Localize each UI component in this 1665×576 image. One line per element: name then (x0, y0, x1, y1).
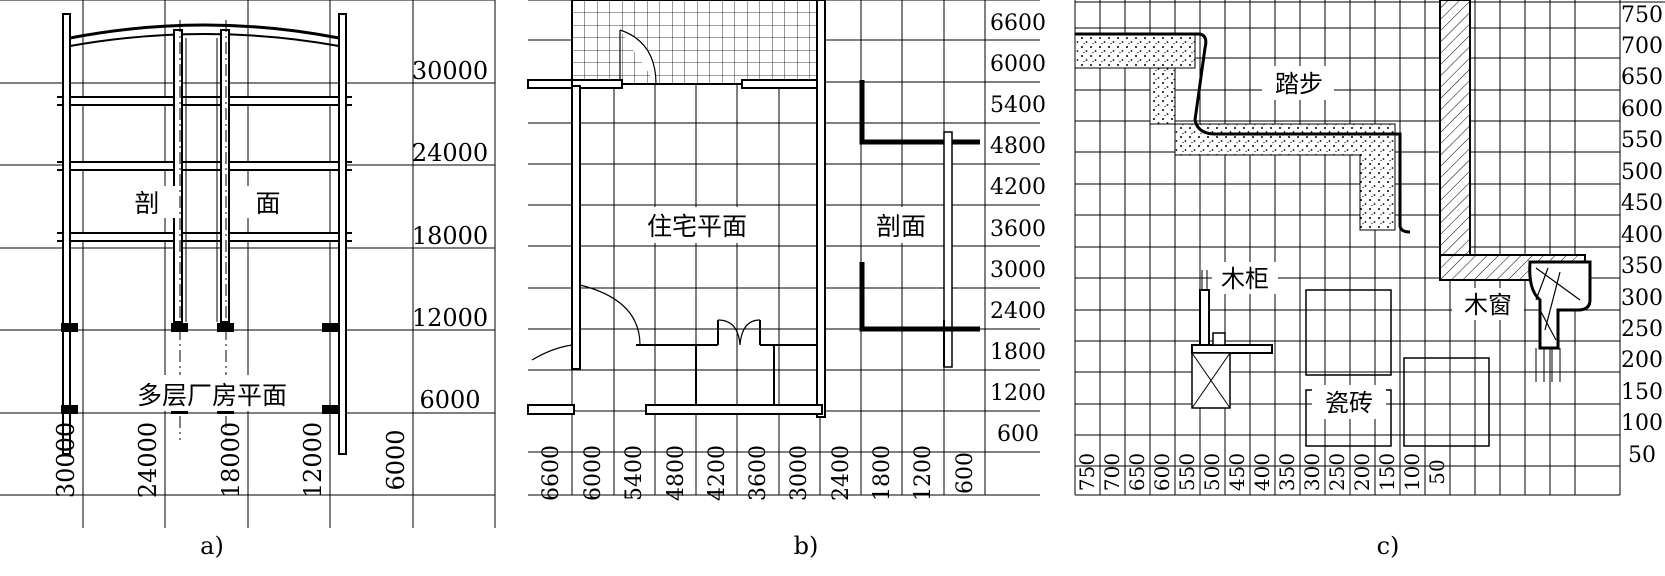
plan-label: 多层厂房平面 (137, 381, 287, 410)
panel-c-labels: 踏步 木柜 木窗 瓷砖 (1212, 66, 1524, 419)
tile-label: 瓷砖 (1325, 389, 1373, 417)
scale-label: 3600 (746, 445, 771, 501)
scale-label: 2400 (990, 299, 1046, 324)
scale-label: 24000 (412, 139, 488, 167)
panel-c-caption: c) (1377, 532, 1400, 560)
scale-label: 750 (1075, 453, 1099, 491)
section-label-right: 面 (255, 189, 280, 218)
panel-a-labels: 剖 面 多层厂房平面 (115, 186, 305, 411)
detail-drawing (1074, 0, 1592, 447)
panel-b: 住宅平面 剖面 6600 6000 5400 4800 4200 3600 30… (527, 0, 1046, 560)
scale-label: 3000 (787, 445, 812, 501)
scale-label: 18000 (217, 422, 245, 498)
scale-label: 500 (1200, 453, 1224, 491)
scale-label: 450 (1621, 191, 1663, 216)
scale-label: 700 (1100, 453, 1124, 491)
scale-label: 50 (1628, 443, 1656, 468)
scale-label: 550 (1621, 128, 1663, 153)
scale-label: 6000 (581, 445, 606, 501)
scale-label: 6000 (419, 386, 480, 414)
panel-b-bottom-scale: 6600 6000 5400 4800 4200 3600 3000 2400 … (539, 445, 978, 501)
scale-label: 30000 (52, 422, 80, 498)
scale-label: 18000 (412, 222, 488, 250)
scale-label: 100 (1621, 411, 1663, 436)
scale-label: 6000 (382, 429, 410, 490)
section-label-left: 剖 (134, 189, 159, 218)
scale-label: 1200 (911, 445, 936, 501)
scale-label: 300 (1300, 453, 1324, 491)
scale-label: 50 (1425, 459, 1449, 484)
step-label: 踏步 (1275, 70, 1323, 98)
scale-label: 150 (1375, 453, 1399, 491)
scale-label: 450 (1225, 453, 1249, 491)
residential-plan-label: 住宅平面 (647, 212, 747, 241)
panel-a: 剖 面 多层厂房平面 30000 24000 18000 12000 6000 … (0, 0, 496, 560)
scale-label: 500 (1621, 160, 1663, 185)
section-label: 剖面 (876, 212, 926, 241)
scale-label: 550 (1175, 453, 1199, 491)
scale-label: 12000 (299, 422, 327, 498)
panel-c-right-scale: 750 700 650 600 550 500 450 400 350 300 … (1621, 3, 1663, 468)
scale-label: 4200 (990, 175, 1046, 200)
scale-label: 400 (1621, 223, 1663, 248)
scale-label: 2400 (829, 445, 854, 501)
scale-label: 200 (1350, 453, 1374, 491)
cabinet-label: 木柜 (1221, 265, 1269, 293)
window-label: 木窗 (1464, 291, 1512, 319)
scale-label: 100 (1400, 453, 1424, 491)
scale-label: 250 (1621, 317, 1663, 342)
residential-plan-drawing (527, 0, 980, 418)
scale-label: 4200 (705, 445, 730, 501)
scale-label: 6000 (990, 52, 1046, 77)
scale-label: 600 (953, 452, 978, 494)
scale-label: 5400 (990, 93, 1046, 118)
scale-label: 350 (1275, 453, 1299, 491)
scale-label: 1200 (990, 381, 1046, 406)
scale-label: 1800 (990, 340, 1046, 365)
panel-c-grid (1074, 0, 1665, 496)
panel-b-labels: 住宅平面 剖面 (632, 207, 936, 243)
scale-label: 600 (997, 422, 1039, 447)
scale-label: 3000 (990, 258, 1046, 283)
scale-label: 150 (1621, 380, 1663, 405)
scale-label: 600 (1150, 453, 1174, 491)
scale-label: 350 (1621, 254, 1663, 279)
scale-label: 3600 (990, 217, 1046, 242)
scale-label: 750 (1621, 3, 1663, 28)
scale-label: 5400 (622, 445, 647, 501)
panel-b-caption: b) (794, 532, 819, 560)
scale-label: 650 (1621, 65, 1663, 90)
panel-a-right-scale: 30000 24000 18000 12000 6000 (412, 57, 488, 414)
scale-label: 1800 (870, 445, 895, 501)
scale-label: 650 (1125, 453, 1149, 491)
panel-c-bottom-scale: 750 700 650 600 550 500 450 400 350 300 … (1075, 453, 1449, 491)
panel-b-right-scale: 6600 6000 5400 4800 4200 3600 3000 2400 … (990, 11, 1046, 447)
scale-label: 700 (1621, 34, 1663, 59)
scale-label: 6600 (990, 11, 1046, 36)
scale-label: 200 (1621, 348, 1663, 373)
scale-label: 30000 (412, 57, 488, 85)
multi-story-section-drawing (57, 13, 352, 455)
scale-label: 4800 (664, 445, 689, 501)
panel-a-caption: a) (200, 532, 224, 560)
scale-label: 600 (1621, 97, 1663, 122)
scale-label: 12000 (412, 304, 488, 332)
scale-label: 24000 (134, 422, 162, 498)
scale-label: 400 (1250, 453, 1274, 491)
scale-label: 250 (1325, 453, 1349, 491)
scale-label: 6600 (539, 445, 564, 501)
scale-label: 300 (1621, 286, 1663, 311)
panel-c: 踏步 木柜 木窗 瓷砖 750 700 650 600 550 500 450 … (1074, 0, 1665, 560)
panel-a-bottom-scale: 30000 24000 18000 12000 6000 (52, 422, 410, 498)
scale-label: 4800 (990, 134, 1046, 159)
